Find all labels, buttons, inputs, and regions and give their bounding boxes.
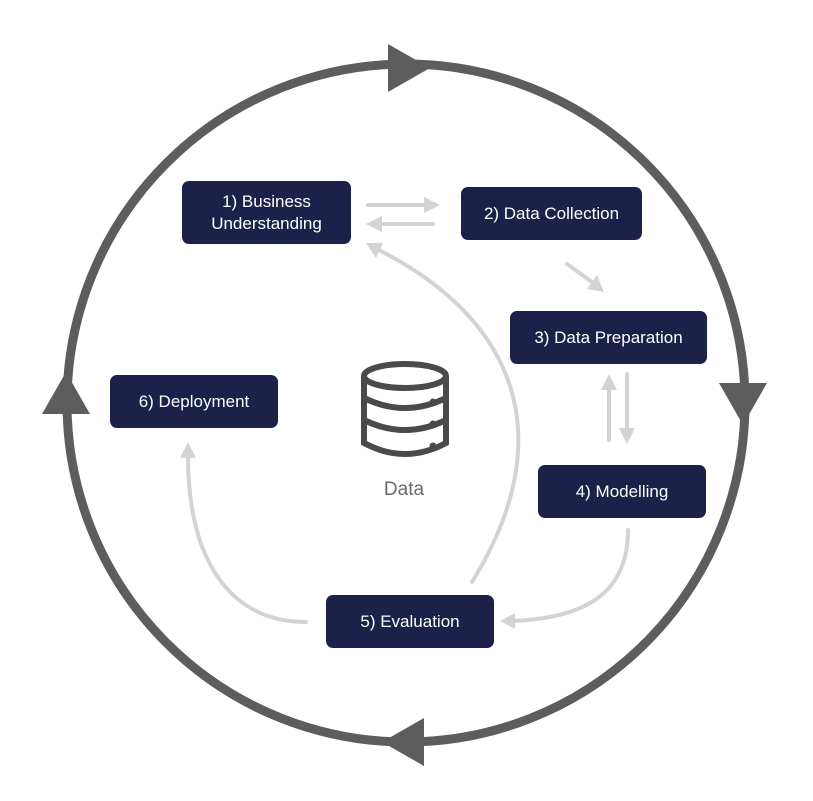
stage-label: 6) Deployment [138,391,250,411]
arrow-modelling-to-evaluation [510,528,630,623]
stage-label: 5) Evaluation [360,611,460,631]
cycle-arrowhead-top [388,44,430,92]
stage-deployment[interactable]: 6) Deployment [110,375,278,428]
stage-label: 2) Data Collection [483,203,620,223]
database-indicator-dot [429,442,437,450]
cycle-arrowhead-right [719,383,767,425]
stage-data-collection[interactable]: 2) Data Collection [461,187,642,240]
stage-modelling[interactable]: 4) Modelling [538,465,706,518]
database-indicator-dot [429,420,437,428]
arrowhead-to-collection [424,197,440,213]
arrow-evaluation-to-deployment [186,454,308,624]
arrowhead-to-business-top [366,216,382,232]
arrowhead-to-business-curve [366,243,383,258]
stage-data-preparation[interactable]: 3) Data Preparation [510,311,707,364]
arrowhead-to-preparation [587,275,604,292]
arrow-collection-to-preparation [565,262,594,284]
stage-business-understanding[interactable]: 1) Business Understanding [182,181,351,244]
stage-label: 3) Data Preparation [534,327,683,347]
database-icon [361,361,449,457]
arrowhead-to-deployment [180,442,196,458]
database-indicator-dot [429,398,437,406]
stage-label: 4) Modelling [575,481,669,501]
cycle-arrowhead-left [42,372,90,414]
center-data-label: Data [383,479,425,500]
arrowhead-to-preparation-up [601,374,617,390]
stage-label: 1) Business Understanding [211,191,322,233]
arrowhead-to-modelling-down [619,428,635,444]
arrowhead-to-evaluation [500,613,515,629]
arrow-evaluation-to-business [373,246,521,584]
stage-evaluation[interactable]: 5) Evaluation [326,595,494,648]
cycle-arrowhead-bottom [382,718,424,766]
